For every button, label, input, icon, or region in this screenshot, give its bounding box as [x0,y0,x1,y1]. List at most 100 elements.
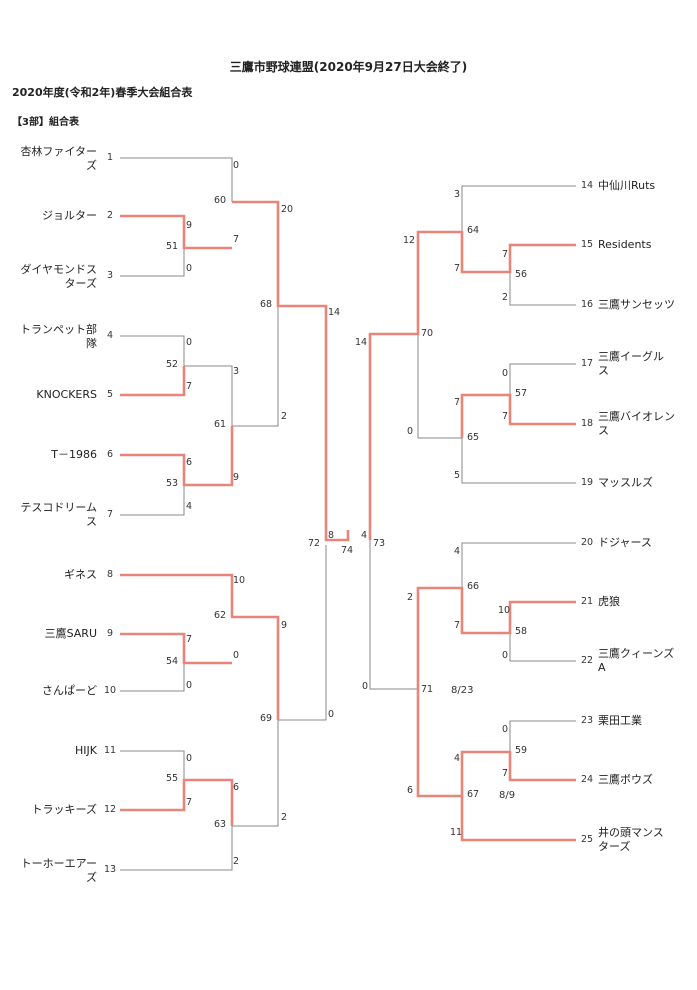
win-t12 [120,778,234,826]
team-name: ジョルター [42,209,97,222]
score: 7 [233,234,240,245]
score: 4 [454,753,461,764]
team-name: 三鷹サンセッツ [598,298,675,311]
seed-number: 12 [104,804,117,815]
line-g52-top [184,365,233,426]
line-t22 [509,633,576,662]
team-name: トーホーエアーズ [20,857,97,884]
game-number: 51 [166,241,179,252]
game-number: 71 [421,684,434,695]
line-t1 [120,157,233,202]
win-t18 [460,393,576,438]
seed-number: 19 [581,477,594,488]
win-g60 [232,200,350,542]
score: 3 [454,189,461,200]
score: 14 [355,337,368,348]
final-score-right: 4 [361,530,368,541]
seed-number: 7 [107,509,114,520]
seed-number: 18 [581,418,594,429]
score: 7 [186,797,193,808]
game-number: 64 [467,225,480,236]
team-name: 虎狼 [598,595,620,608]
seed-number: 9 [107,628,114,639]
seed-number: 17 [581,358,594,369]
score: 7 [454,620,461,631]
score: 0 [233,160,240,171]
seed-number: 22 [581,655,594,666]
game-number: 58 [515,626,528,637]
line-g61-top [232,306,279,427]
score: 7 [186,381,193,392]
team-name: マッスルズ [598,476,653,489]
tournament-subtitle: 2020年度(令和2年)春季大会組合表 [12,86,193,99]
game-number: 54 [166,656,179,667]
score: 4 [454,546,461,557]
line-g71-out [369,540,418,690]
game-number: 52 [166,359,179,370]
score: 6 [233,782,240,793]
game-number: 57 [515,388,528,399]
team-name: トランペット部隊 [20,323,97,350]
page-title: 三鷹市野球連盟(2020年9月27日大会終了) [229,60,468,74]
line-t14 [461,185,576,232]
score: 0 [362,681,369,692]
seed-number: 23 [581,715,594,726]
seed-number: 25 [581,834,594,845]
score: 6 [407,785,414,796]
line-g65-out [417,334,462,439]
team-name: T－1986 [51,448,97,461]
score: 6 [186,457,193,468]
team-name: 三鷹イーグルス [598,350,664,377]
seed-number: 10 [104,685,117,696]
final-score-left: 8 [328,530,335,541]
win-t25 [460,796,576,842]
team-name: 杏林ファイターズ [20,145,97,172]
score: 12 [403,235,416,246]
line-t4 [120,335,185,366]
seed-number: 3 [107,270,114,281]
line-t10 [120,663,185,692]
team-name: 井の頭マンスターズ [598,826,664,853]
team-name: 三鷹ボウズ [598,773,653,786]
score: 9 [186,220,193,231]
score: 4 [186,501,193,512]
score: 0 [502,650,509,661]
score: 2 [281,812,288,823]
score: 0 [186,263,193,274]
game-number: 60 [214,195,227,206]
score: 11 [450,827,463,838]
team-name: さんぱーど [42,684,97,697]
score: 7 [186,634,193,645]
score: 2 [233,856,240,867]
line-t11 [120,750,185,780]
score: 7 [454,263,461,274]
line-g69-out [278,545,327,721]
team-name: HIJK [75,744,97,757]
score: 0 [328,709,335,720]
line-t16 [509,272,576,306]
seed-number: 14 [581,180,594,191]
win-t2 [120,214,232,250]
game-number: 66 [467,581,480,592]
seed-number: 20 [581,537,594,548]
score: 0 [407,426,414,437]
match-date: 8/9 [499,790,516,801]
game-number: 55 [166,773,179,784]
score: 2 [502,292,509,303]
line-t17 [509,363,576,395]
seed-number: 6 [107,449,114,460]
seed-number: 5 [107,389,114,400]
team-name: テスコドリームス [20,501,97,528]
team-name: Residents [598,238,652,251]
line-t23 [509,720,576,752]
seed-number: 8 [107,569,114,580]
team-name: ギネス [64,568,97,581]
win-t6 [120,426,234,487]
score: 9 [233,472,240,483]
line-g63-out [232,720,279,827]
score: 7 [454,397,461,408]
game-number: 68 [260,299,273,310]
seed-number: 15 [581,239,594,250]
line-t3 [120,248,185,277]
